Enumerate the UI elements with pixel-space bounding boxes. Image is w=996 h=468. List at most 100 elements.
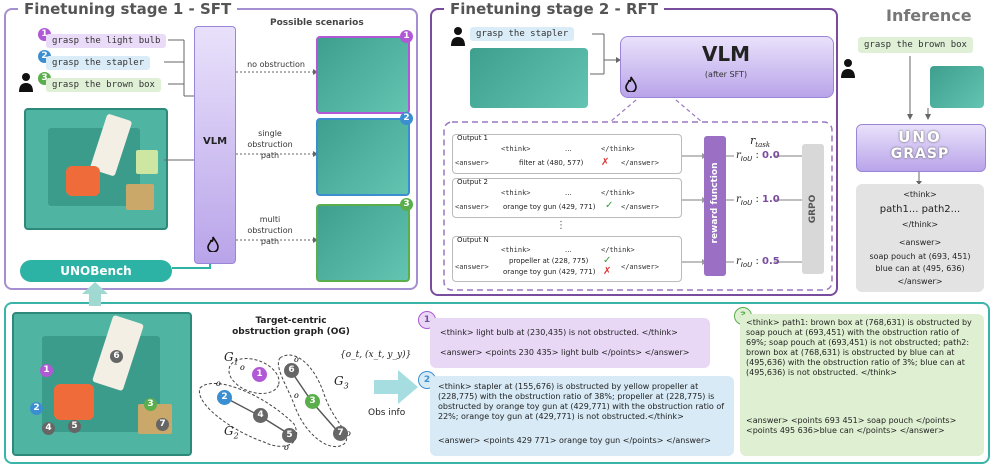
output-2-think-end: </think> [601,189,635,197]
r-iou-sub-n: IoU [740,261,753,269]
annotation-2-answer: <answer> <points 429 771> orange toy gun… [438,436,711,445]
og-img-node-1: 1 [40,364,53,377]
output-2-think: <think> [501,189,531,197]
unobench-panel [4,302,990,464]
inference-line-6: blue can at (495, 636) [875,264,965,273]
grpo-bar [802,144,824,274]
svg-text:o: o [346,429,351,438]
output-2-answer-end: </answer> [621,203,659,211]
r-task-label: rtask [750,134,770,149]
down-arrow-icon [916,172,922,185]
og-node-4: 4 [253,408,268,423]
g2-symbol: G [224,424,234,438]
output-n-answer-end: </answer> [621,263,659,271]
inference-line-5: soap pouch at (693, 451) [869,252,971,261]
inference-line-7: </answer> [897,277,943,286]
sft-tray-image [24,108,168,230]
og-img-node-6: 6 [110,350,123,363]
og-node-6: 6 [284,363,299,378]
output-1-dots: ... [565,145,572,153]
sft-title: Finetuning stage 1 - SFT [18,0,238,18]
g3-sub: 3 [343,381,349,391]
og-img-node-5: 5 [68,420,81,433]
scenario-3-circle: 3 [400,198,413,211]
r-iou-symbol-n: r [736,256,741,267]
rft-task-label: grasp the stapler [470,27,575,41]
rft-vlm-sub: (after SFT) [704,70,748,79]
fire-icon-rft [625,76,637,92]
sft-vlm-label: VLM [203,136,228,147]
inference-line-4: <answer> [898,238,942,247]
og-img-node-7: 7 [156,418,169,431]
rft-tray-image [470,48,588,108]
g1-label: G1 [224,350,239,366]
rft-output-n: Output N <think> ... </think> <answer> p… [452,236,682,282]
possible-scenarios-title: Possible scenarios [270,18,364,28]
unograsp-logo-box [856,124,986,172]
og-node-1: 1 [252,367,267,382]
annotation-3-think: <think> path1: brown box at (768,631) is… [746,318,972,377]
reward-function-label: reward function [710,162,720,244]
person-icon [19,73,33,92]
task-label-3: grasp the brown box [46,78,161,92]
output-1-think-end: </think> [601,145,635,153]
inference-task-label: grasp the brown box [858,37,973,53]
obs-info-label: Obs info [368,408,406,418]
svg-text:o: o [284,443,289,452]
output-2-label: Output 2 [457,178,488,186]
og-node-2: 2 [217,390,232,405]
output-n-label: Output N [457,236,489,244]
svg-text:o: o [294,355,299,364]
inference-line-1: <think> [903,190,937,199]
og-title: Target-centric obstruction graph (OG) [226,316,356,338]
output-n-think: <think> [501,246,531,254]
r-task-sub: task [755,141,771,150]
og-title-line1: Target-centric [255,316,327,326]
output-n-content-1: propeller at (228, 775) [509,257,589,265]
og-formula: {o_t, (x_t, y_y)} [340,350,412,360]
output-n-answer: <answer> [455,263,489,271]
output-n-content-2: orange toy gun (429, 771) [503,268,596,276]
check-icon: ✓ [605,200,614,211]
output-1-think: <think> [501,145,531,153]
sft-vlm-bar [194,26,236,264]
og-node-5: 5 [282,428,297,443]
rft-output-2: Output 2 <think> ... </think> <answer> o… [452,178,682,218]
og-node-3: 3 [305,394,320,409]
output-n-dots: ... [565,246,572,254]
rft-vlm-label: VLM [701,42,751,66]
og-img-node-3: 3 [144,398,157,411]
output-n-think-end: </think> [601,246,635,254]
output-2-answer: <answer> [455,203,489,211]
output-1-answer: <answer> [455,159,489,167]
output-1-label: Output 1 [457,134,488,142]
inference-output-box: <think> path1... path2... </think> <answ… [856,184,984,292]
r-iou-sub-2: IoU [740,199,753,207]
annotation-1-box: <think> light bulb at (230,435) is not o… [430,318,710,368]
unograsp-logo-line2: GRASP [890,146,950,162]
inference-line-3: </think> [901,220,939,229]
scenario-label-3: multi obstruction path [247,215,293,246]
reward-1-row: rIoU : 0.0 [736,150,780,163]
obs-info-arrow [374,370,418,404]
svg-text:o: o [216,379,221,388]
annotation-3-box: <think> path1: brown box at (768,631) is… [740,314,984,456]
person-icon-rft [451,27,465,46]
scenario-image-1 [316,36,410,114]
rft-outputs-frame [443,99,833,291]
svg-text:o: o [240,363,245,372]
fire-icon [207,236,219,252]
r-iou-symbol-1: r [736,150,741,161]
reward-2-row: rIoU : 1.0 [736,194,780,207]
r-iou-symbol-2: r [736,194,741,205]
g1-symbol: G [224,350,234,364]
g3-symbol: G [334,374,344,388]
cross-icon-n: ✗ [603,266,612,277]
vertical-ellipsis: ⋮ [556,220,566,231]
og-img-node-2: 2 [30,402,43,415]
check-icon-n: ✓ [603,255,612,266]
r-task-symbol: r [750,134,756,147]
g3-label: G3 [334,374,349,390]
annotation-1-think: <think> light bulb at (230,435) is not o… [440,328,678,337]
unograsp-logo-line1: UNO [898,128,942,146]
